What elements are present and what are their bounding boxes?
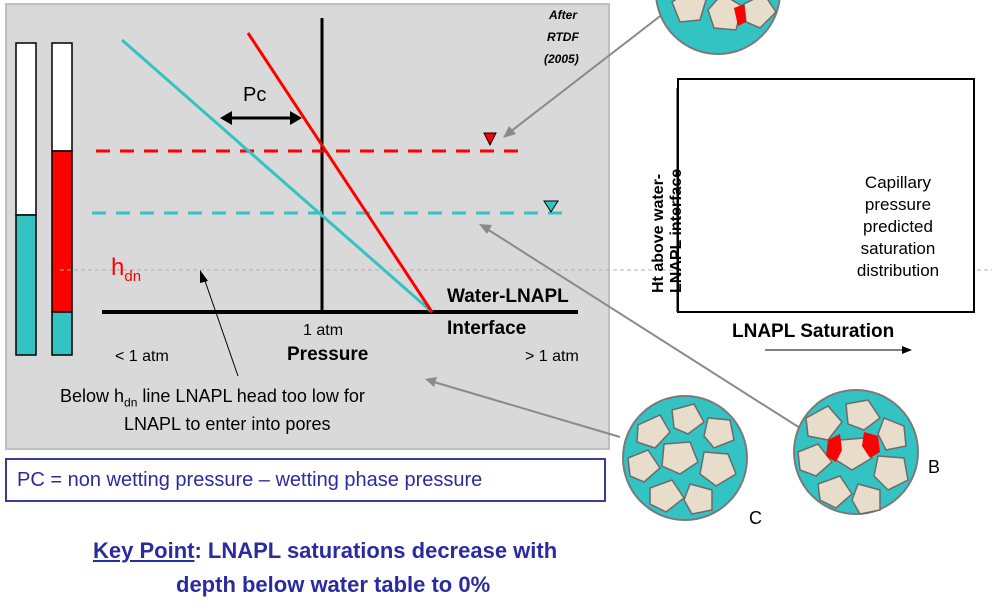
chart-ylabel: Ht above water- LNAPL interface xyxy=(650,169,686,293)
chart-x-arrowhead xyxy=(902,346,912,354)
hdn-main: h xyxy=(111,254,125,281)
citation-line2: RTDF xyxy=(547,30,579,44)
water-column-cyan xyxy=(15,214,37,356)
key-text1: : LNAPL saturations decrease with xyxy=(194,538,558,563)
chart-ylabel-2: LNAPL interface xyxy=(668,168,685,293)
water-pressure-line xyxy=(121,38,433,314)
label-b: B xyxy=(928,457,941,477)
below-text-sub: dn xyxy=(124,395,138,410)
pc-label: Pc xyxy=(243,84,267,106)
label-c: C xyxy=(749,508,762,528)
water-lnapl-label: Water-LNAPL xyxy=(447,286,569,307)
hdn-pointer xyxy=(203,277,239,377)
chart-ylabel-1: Ht above water- xyxy=(650,173,667,293)
annotation-line1: Capillary xyxy=(864,173,932,192)
below-hdn-text2: LNAPL to enter into pores xyxy=(124,414,331,434)
lt-atm-label: < 1 atm xyxy=(115,348,169,365)
below-text-b: line LNAPL head too low for xyxy=(137,386,365,406)
gt-atm-label: > 1 atm xyxy=(525,348,579,365)
citation-line3: (2005) xyxy=(544,52,579,66)
pc-arrow-left xyxy=(220,111,232,125)
pointer-top xyxy=(509,9,669,133)
hdn-pointer-head xyxy=(200,270,208,283)
pointer-c xyxy=(433,381,621,438)
pore-circle-c xyxy=(622,395,748,521)
chart-xlabel: LNAPL Saturation xyxy=(732,321,895,342)
diagram-panel xyxy=(5,3,610,450)
hdn-sub: dn xyxy=(124,267,142,285)
annotation-line2: pressure xyxy=(864,195,932,214)
lnapl-column-cyan xyxy=(51,311,73,356)
annotation-line5: distribution xyxy=(856,261,940,280)
interface-label: Interface xyxy=(447,318,527,339)
key-label: Key Point xyxy=(93,538,195,563)
pc-arrow-right xyxy=(290,111,302,125)
chart-annotation: Capillary pressure predicted saturation … xyxy=(828,172,968,282)
water-table-marker xyxy=(543,200,559,213)
key-point: Key Point: LNAPL saturations decrease wi… xyxy=(93,538,557,564)
key-text2: depth below water table to 0% xyxy=(176,572,491,597)
lnapl-column-white xyxy=(51,42,73,152)
hdn-label: hdn xyxy=(111,254,141,285)
annotation-line4: saturation xyxy=(860,239,936,258)
pc-definition-box: PC = non wetting pressure – wetting phas… xyxy=(5,458,606,502)
lnapl-table-marker xyxy=(483,132,497,147)
pore-circle-b xyxy=(793,389,919,515)
citation-line1: After xyxy=(549,8,578,22)
one-atm-label: 1 atm xyxy=(303,322,344,339)
water-column-white xyxy=(15,42,37,216)
pore-circle-top xyxy=(655,0,781,55)
annotation-line3: predicted xyxy=(863,217,933,236)
below-text-a: Below h xyxy=(60,386,125,406)
lnapl-pressure-line xyxy=(246,32,434,313)
below-hdn-text: Below hdn line LNAPL head too low for xyxy=(60,386,365,410)
lnapl-column-red xyxy=(51,150,73,313)
pressure-label: Pressure xyxy=(287,344,369,365)
